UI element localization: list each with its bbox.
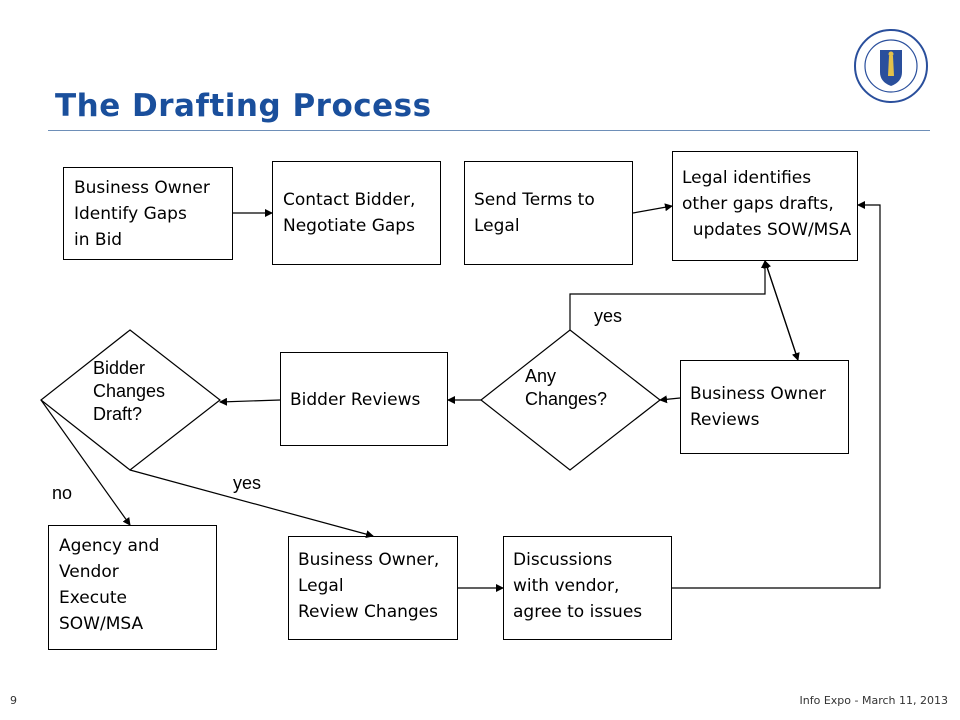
box-bidder-reviews: Bidder Reviews <box>280 352 448 446</box>
box-legal-identifies: Legal identifies other gaps drafts, upda… <box>672 151 858 261</box>
label-no: no <box>52 483 73 503</box>
arrow-discussions-to-legal <box>672 201 881 589</box>
arrow-owner-reviews-to-legal <box>763 260 799 361</box>
label-yes-top: yes <box>594 306 623 326</box>
page-number: 9 <box>10 694 17 707</box>
footer-text: Info Expo - March 11, 2013 <box>799 694 948 707</box>
box-discussions: Discussions with vendor, agree to issues <box>503 536 672 640</box>
box-send-terms: Send Terms to Legal <box>464 161 633 265</box>
box-contact-bidder: Contact Bidder, Negotiate Gaps <box>272 161 441 265</box>
arrow-send-to-legal <box>632 203 673 214</box>
decision-any-changes <box>480 329 661 471</box>
decision-bidder-changes-text: Bidder Changes Draft? <box>93 358 166 424</box>
label-yes-bottom: yes <box>233 473 262 493</box>
box-business-owner-reviews: Business Owner Reviews <box>680 360 849 454</box>
arrow-bidder-reviews-to-decision <box>219 397 281 406</box>
arrow-no-to-agency <box>40 399 131 526</box>
slide-title: The Drafting Process <box>55 88 432 124</box>
arrow-yes-to-review <box>129 469 374 539</box>
arrow-owner-reviews-to-decision <box>659 395 681 404</box>
decision-any-changes-text: Any Changes? <box>525 366 608 409</box>
massachusetts-seal-icon <box>854 29 928 103</box>
box-identify-gaps: Business Owner Identify Gaps in Bid <box>63 167 233 260</box>
box-agency-vendor-execute: Agency and Vendor Execute SOW/MSA <box>48 525 217 650</box>
box-owner-legal-review: Business Owner, Legal Review Changes <box>288 536 458 640</box>
title-divider <box>48 130 930 131</box>
arrow-any-changes-yes <box>569 260 769 330</box>
